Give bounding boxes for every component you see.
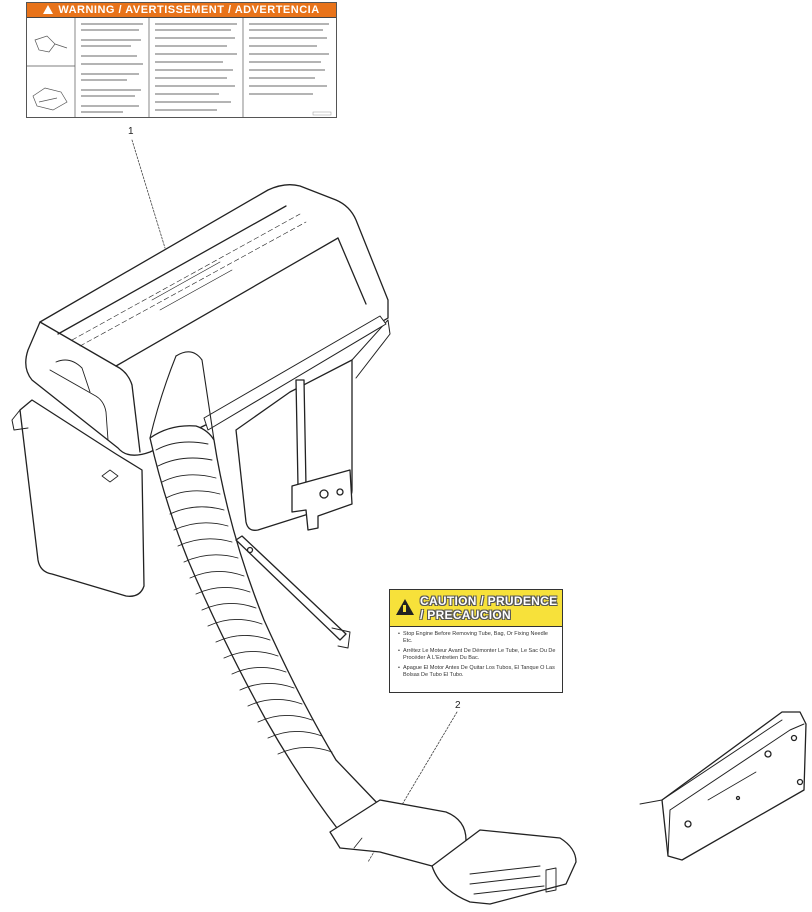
caution-decal: CAUTION / PRUDENCE / PRECAUCION Stop Eng… [389, 589, 563, 693]
adapter-bracket [639, 711, 807, 861]
mounting-bracket [203, 315, 387, 531]
caution-item: Stop Engine Before Removing Tube, Bag, O… [398, 631, 557, 645]
callout-2: 2 [455, 700, 461, 711]
bagger-lid [25, 184, 389, 456]
discharge-hose [149, 351, 381, 833]
caution-title-line2: / PRECAUCION [420, 608, 511, 622]
warning-triangle-icon [43, 5, 54, 14]
warning-decal: WARNING / AVERTISSEMENT / ADVERTENCIA [26, 2, 337, 118]
discharge-chute [329, 799, 577, 905]
caution-decal-header: CAUTION / PRUDENCE / PRECAUCION [390, 590, 562, 627]
warning-decal-title: WARNING / AVERTISSEMENT / ADVERTENCIA [58, 4, 320, 16]
caution-title-line1: CAUTION / PRUDENCE [420, 594, 558, 608]
warning-decal-body [27, 18, 332, 118]
caution-item: Arrêtez Le Moteur Avant De Démonter Le T… [398, 648, 557, 662]
leader-line-1 [131, 139, 166, 249]
caution-item: Apague El Motor Antes De Quitar Los Tubo… [398, 665, 557, 679]
caution-decal-title: CAUTION / PRUDENCE / PRECAUCION [420, 594, 557, 622]
support-rod [235, 535, 351, 649]
bagger-bin-left [11, 399, 145, 597]
callout-1: 1 [128, 126, 134, 137]
caution-list: Stop Engine Before Removing Tube, Bag, O… [390, 627, 562, 679]
warning-decal-header: WARNING / AVERTISSEMENT / ADVERTENCIA [27, 3, 336, 18]
